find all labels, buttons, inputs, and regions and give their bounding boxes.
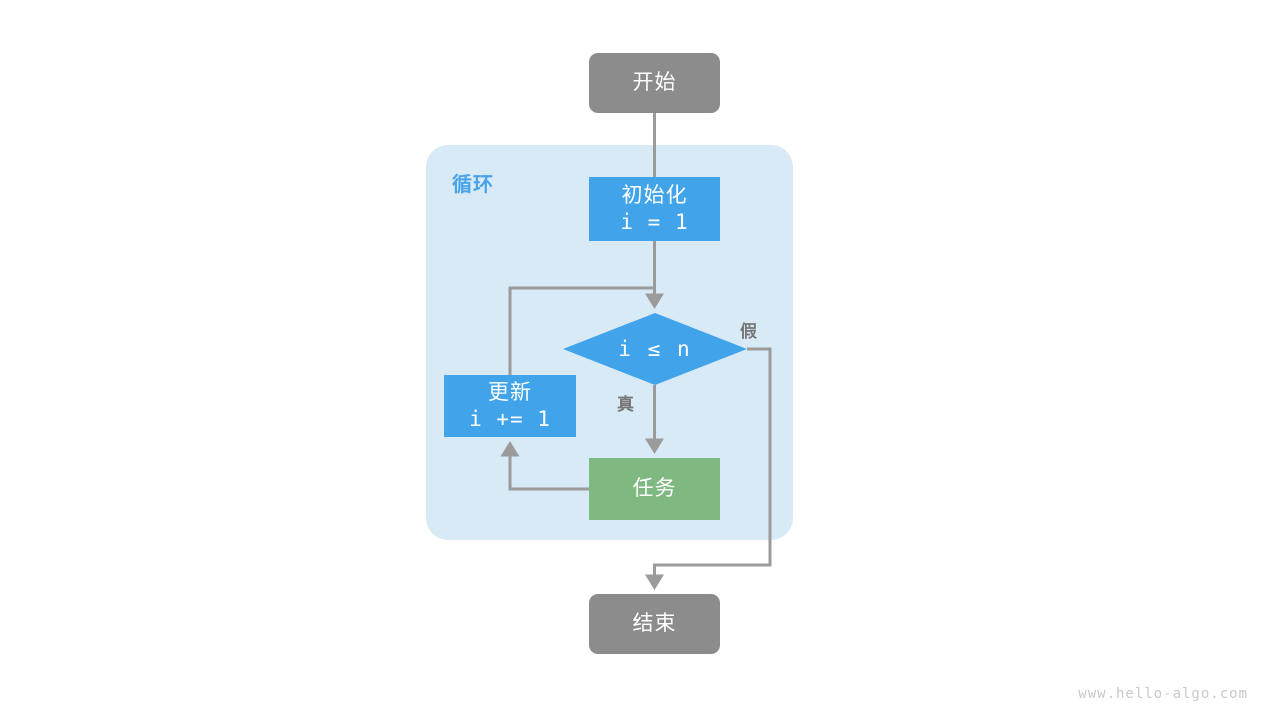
node-end[interactable]: 结束	[589, 594, 720, 654]
node-task[interactable]: 任务	[589, 458, 720, 520]
node-start[interactable]: 开始	[589, 53, 720, 113]
node-update[interactable]: 更新 i += 1	[444, 375, 576, 437]
edge-update-to-condition	[508, 286, 655, 375]
node-condition[interactable]: i ≤ n	[563, 313, 747, 385]
edge-task-to-update	[500, 440, 589, 491]
edge-condition-false-to-end	[644, 347, 772, 591]
node-update-label: 更新	[488, 380, 532, 404]
node-start-label: 开始	[632, 70, 677, 94]
loop-container-label: 循环	[452, 174, 494, 196]
node-condition-label: i ≤ n	[618, 337, 692, 361]
node-init-label: 初始化	[621, 183, 688, 207]
node-end-label: 结束	[632, 611, 677, 635]
branch-label-true: 真	[617, 395, 634, 414]
condition-diamond-shape	[563, 313, 747, 385]
node-init[interactable]: 初始化 i = 1	[589, 177, 720, 241]
node-init-code: i = 1	[620, 210, 689, 234]
branch-label-false: 假	[740, 322, 757, 341]
watermark: www.hello-algo.com	[1078, 686, 1248, 702]
node-task-label: 任务	[632, 476, 677, 500]
node-update-code: i += 1	[469, 407, 551, 431]
